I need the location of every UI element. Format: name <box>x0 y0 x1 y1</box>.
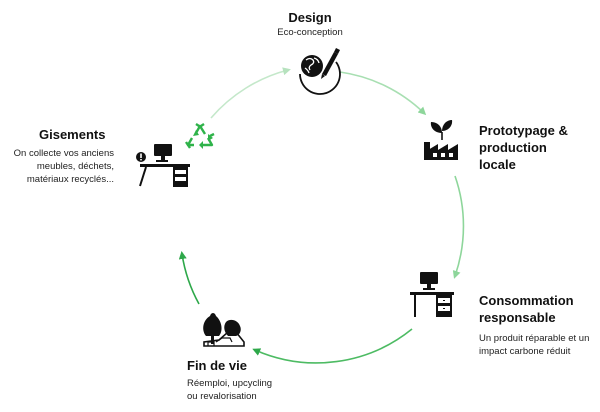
stage-fin-de-vie: Fin de vie Réemploi, upcycling ou revalo… <box>187 357 317 403</box>
stage-prototypage: Prototypage & production locale <box>479 122 594 173</box>
recycle-arrowheads <box>193 130 213 149</box>
desk-monitor-icon <box>410 272 454 317</box>
stage-gisements: Gisements On collecte vos anciens meuble… <box>4 126 114 186</box>
arc-design-to-prototypage <box>339 71 427 116</box>
gisements-desc-line1: On collecte vos anciens <box>13 148 114 159</box>
consommation-desc-line1: Un produit réparable et un <box>479 333 590 344</box>
arc-prototypage-to-consommation <box>452 175 465 279</box>
fin-de-vie-desc-line1: Réemploi, upcycling <box>187 378 273 389</box>
fin-de-vie-desc-line2: ou revalorisation <box>187 391 257 402</box>
gisements-desc-line2: meubles, déchets, <box>36 161 114 172</box>
tree-rubble-icon <box>203 313 245 347</box>
factory-leaf-icon <box>424 120 458 160</box>
stage-consommation: Consommation responsable Un produit répa… <box>479 292 597 358</box>
gisements-desc-line3: matériaux recyclés... <box>26 174 114 185</box>
gisements-title: Gisements <box>39 127 106 142</box>
design-globe-icon <box>299 48 341 95</box>
design-description: Eco-conception <box>277 27 343 38</box>
arc-consommation-to-findevie <box>252 328 413 364</box>
prototypage-title-line1: Prototypage & <box>479 123 568 138</box>
arc-gisements-to-design <box>210 67 291 119</box>
fin-de-vie-title: Fin de vie <box>187 358 247 373</box>
design-title: Design <box>288 10 332 25</box>
desk-alert-icon <box>136 144 190 187</box>
recycle-icon <box>185 123 215 149</box>
prototypage-title-line2: production <box>479 140 547 155</box>
arc-findevie-to-gisements <box>178 251 200 305</box>
consommation-desc-line2: impact carbone réduit <box>479 346 571 357</box>
prototypage-title-line3: locale <box>479 157 516 172</box>
consommation-title-line1: Consommation <box>479 293 574 308</box>
stage-design: Design Eco-conception <box>255 9 365 39</box>
consommation-title-line2: responsable <box>479 310 556 325</box>
